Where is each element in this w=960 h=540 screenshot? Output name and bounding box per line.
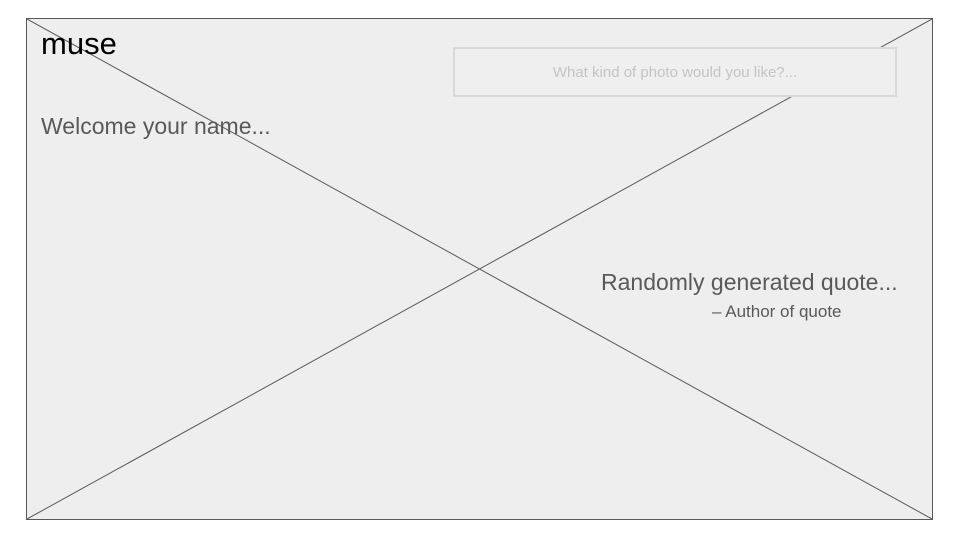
search-placeholder: What kind of photo would you like?... [552,63,798,81]
photo-search-input[interactable]: What kind of photo would you like?... [453,47,897,97]
welcome-message: Welcome your name... [41,113,271,139]
image-placeholder-cross-icon [27,19,932,519]
background-image-placeholder: muse What kind of photo would you like?.… [26,18,933,520]
app-logo[interactable]: muse [41,26,117,61]
quote-text: Randomly generated quote... [601,269,898,295]
quote-author: – Author of quote [712,302,842,321]
